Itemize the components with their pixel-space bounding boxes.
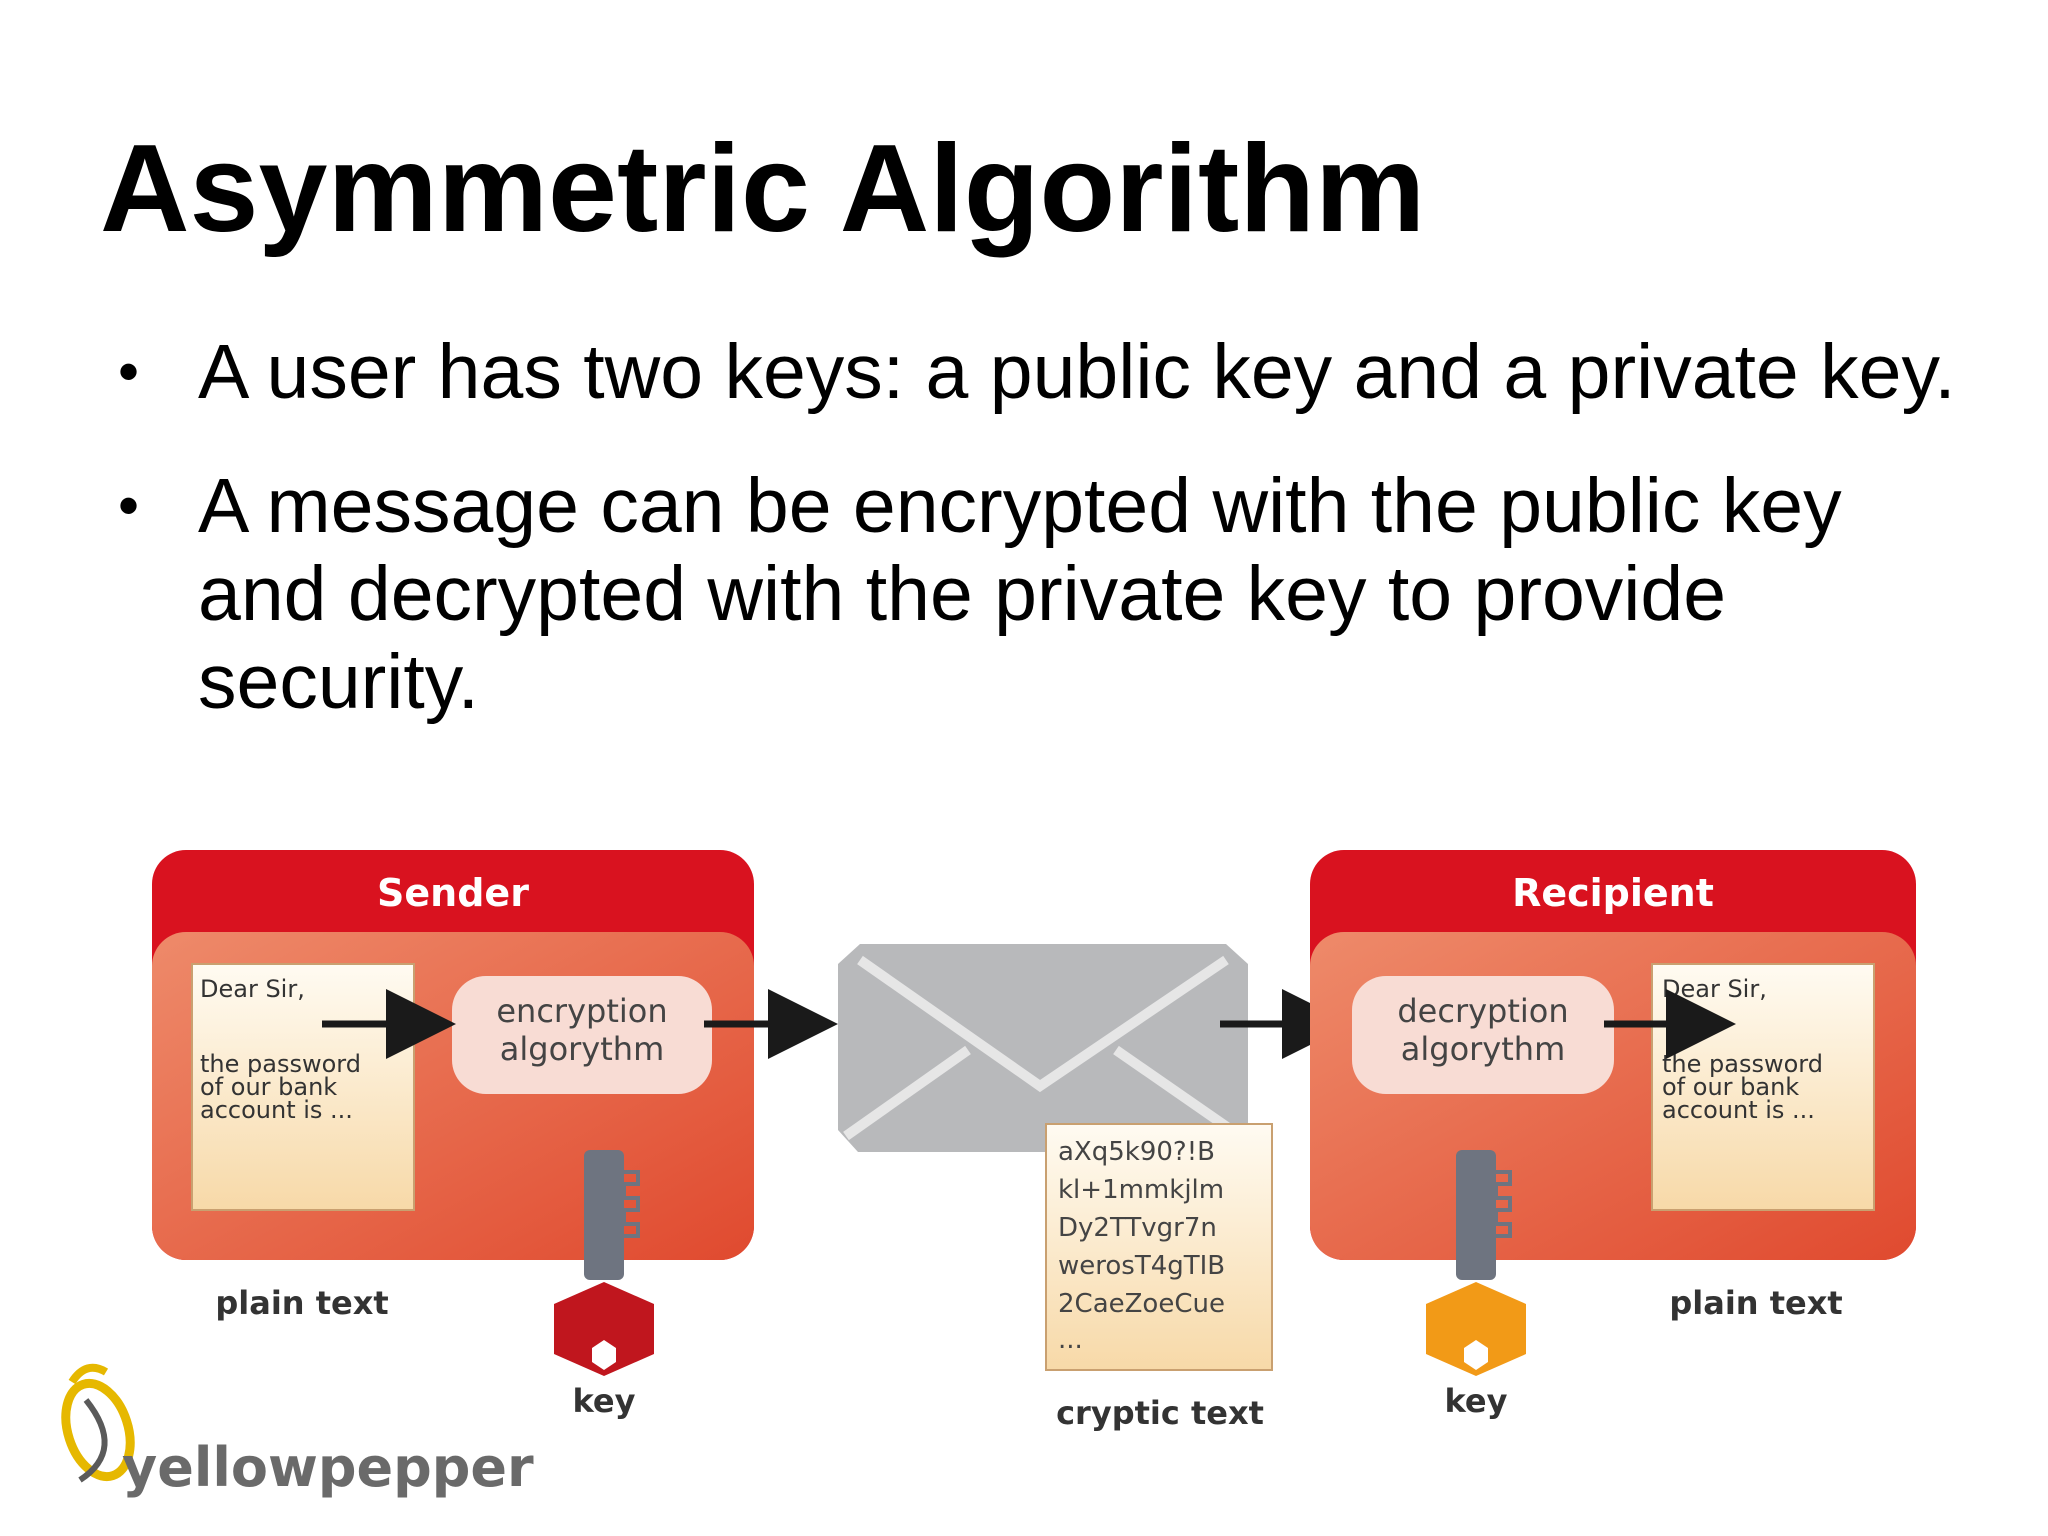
cipher-line: 2CaeZoeCue: [1058, 1289, 1225, 1319]
letter-line: Dear Sir,: [1662, 975, 1767, 1003]
decryption-algorithm-box: [1352, 976, 1614, 1094]
cipher-doc: [1045, 1123, 1273, 1371]
bullet-text: A message can be encrypted with the publ…: [198, 463, 1842, 725]
recipient-heading: Recipient: [1512, 871, 1714, 915]
cipher-line: Dy2TTvgr7n: [1058, 1213, 1217, 1243]
bullet-dot-icon: •: [118, 338, 140, 405]
bullet-item: • A user has two keys: a public key and …: [118, 328, 1998, 416]
bullet-list: • A user has two keys: a public key and …: [118, 328, 1998, 810]
sender-key-icon: [554, 1150, 654, 1376]
sender-panel: Sender Dear Sir, the password of our ban…: [152, 850, 754, 1260]
sender-heading: Sender: [377, 871, 529, 915]
bullet-item: • A message can be encrypted with the pu…: [118, 462, 1998, 726]
encryption-algorithm-box: [452, 976, 712, 1094]
letter-line: of our bank: [200, 1073, 337, 1101]
algorithm-line: algorythm: [500, 1030, 664, 1068]
sender-plaintext-label: plain text: [215, 1284, 388, 1322]
bullet-dot-icon: •: [118, 472, 140, 539]
recipient-panel: Recipient decryption algorythm Dear Sir,…: [1310, 850, 1916, 1260]
algorithm-line: encryption: [496, 992, 667, 1030]
pepper-logo-icon: [61, 1378, 135, 1482]
cipher-line: ...: [1058, 1325, 1083, 1355]
sender-plaintext-doc: [191, 963, 415, 1211]
cipher-line: aXq5k90?!B: [1058, 1137, 1215, 1167]
letter-line: of our bank: [1662, 1073, 1799, 1101]
logo-text: yellowpepper: [122, 1436, 534, 1499]
letter-line: account is ...: [200, 1096, 353, 1124]
cipher-line: kl+1mmkjlm: [1058, 1175, 1224, 1205]
algorithm-line: algorythm: [1401, 1030, 1565, 1068]
sender-letter: Dear Sir, the password of our bank accou…: [200, 975, 361, 1124]
recipient-plaintext-label: plain text: [1669, 1284, 1842, 1322]
recipient-key-label: key: [1445, 1382, 1508, 1420]
recipient-key-icon: [1426, 1150, 1526, 1376]
letter-line: the password: [200, 1050, 361, 1078]
cipher-line: werosT4gTIB: [1058, 1251, 1225, 1281]
slide-title: Asymmetric Algorithm: [100, 120, 1426, 258]
envelope-icon: [838, 944, 1248, 1152]
algorithm-line: decryption: [1397, 992, 1568, 1030]
letter-line: Dear Sir,: [200, 975, 305, 1003]
cipher-label: cryptic text: [1056, 1394, 1264, 1432]
letter-line: account is ...: [1662, 1096, 1815, 1124]
sender-key-label: key: [573, 1382, 636, 1420]
cipher-lines: aXq5k90?!B kl+1mmkjlm Dy2TTvgr7n werosT4…: [1058, 1137, 1225, 1355]
yellowpepper-logo: yellowpepper: [61, 1363, 534, 1499]
bullet-text: A user has two keys: a public key and a …: [198, 329, 1956, 415]
